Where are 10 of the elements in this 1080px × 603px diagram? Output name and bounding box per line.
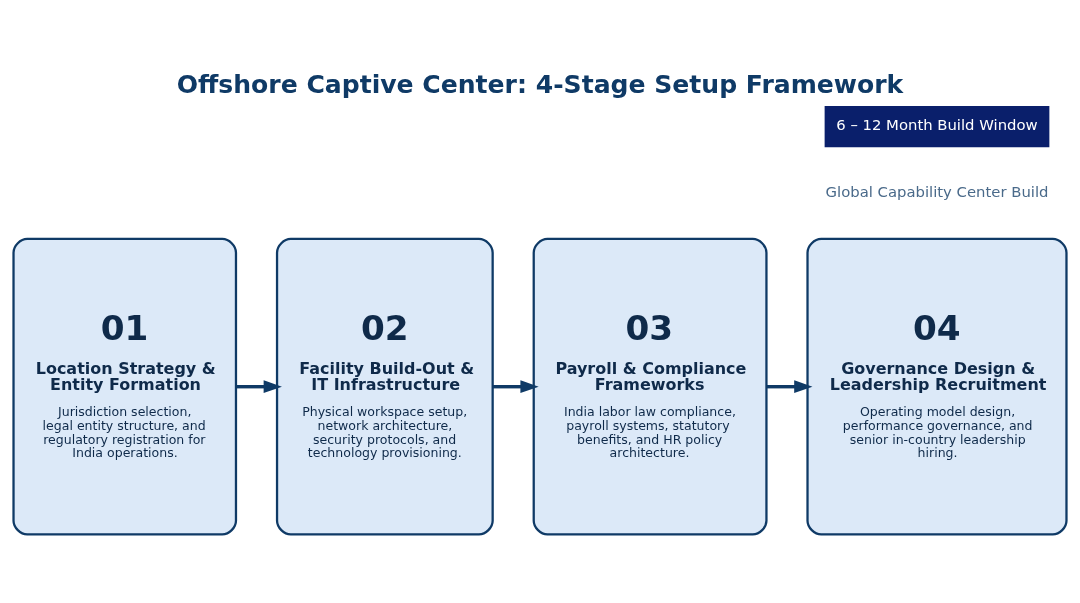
arrow: [492, 379, 539, 393]
node-box: 04 Governance Design & Leadership Recruitment Operating model design, performance governance, and senior in-country leadership hiring.: [806, 237, 1068, 536]
node-box: 01 Location Strategy & Entity Formation Jurisdiction selection, legal entity structure, and regulatory registration for India operations.: [12, 237, 238, 536]
arrow: [766, 379, 813, 393]
label: Global Capability Center Build: [825, 182, 1049, 200]
node-box: 02 Facility Build-Out & IT Infrastructure Physical workspace setup, network architecture, security protocols, and technology provisioning.: [275, 237, 494, 536]
node-box: 03 Payroll & Compliance Frameworks India labor law compliance, payroll systems, statutory benefits, and HR policy architecture.: [532, 237, 768, 536]
label: 6 – 12 Month Build Window: [836, 115, 1038, 133]
diagram-title: Offshore Captive Center: 4-Stage Setup Framework: [176, 69, 904, 99]
arrow: [236, 379, 282, 393]
